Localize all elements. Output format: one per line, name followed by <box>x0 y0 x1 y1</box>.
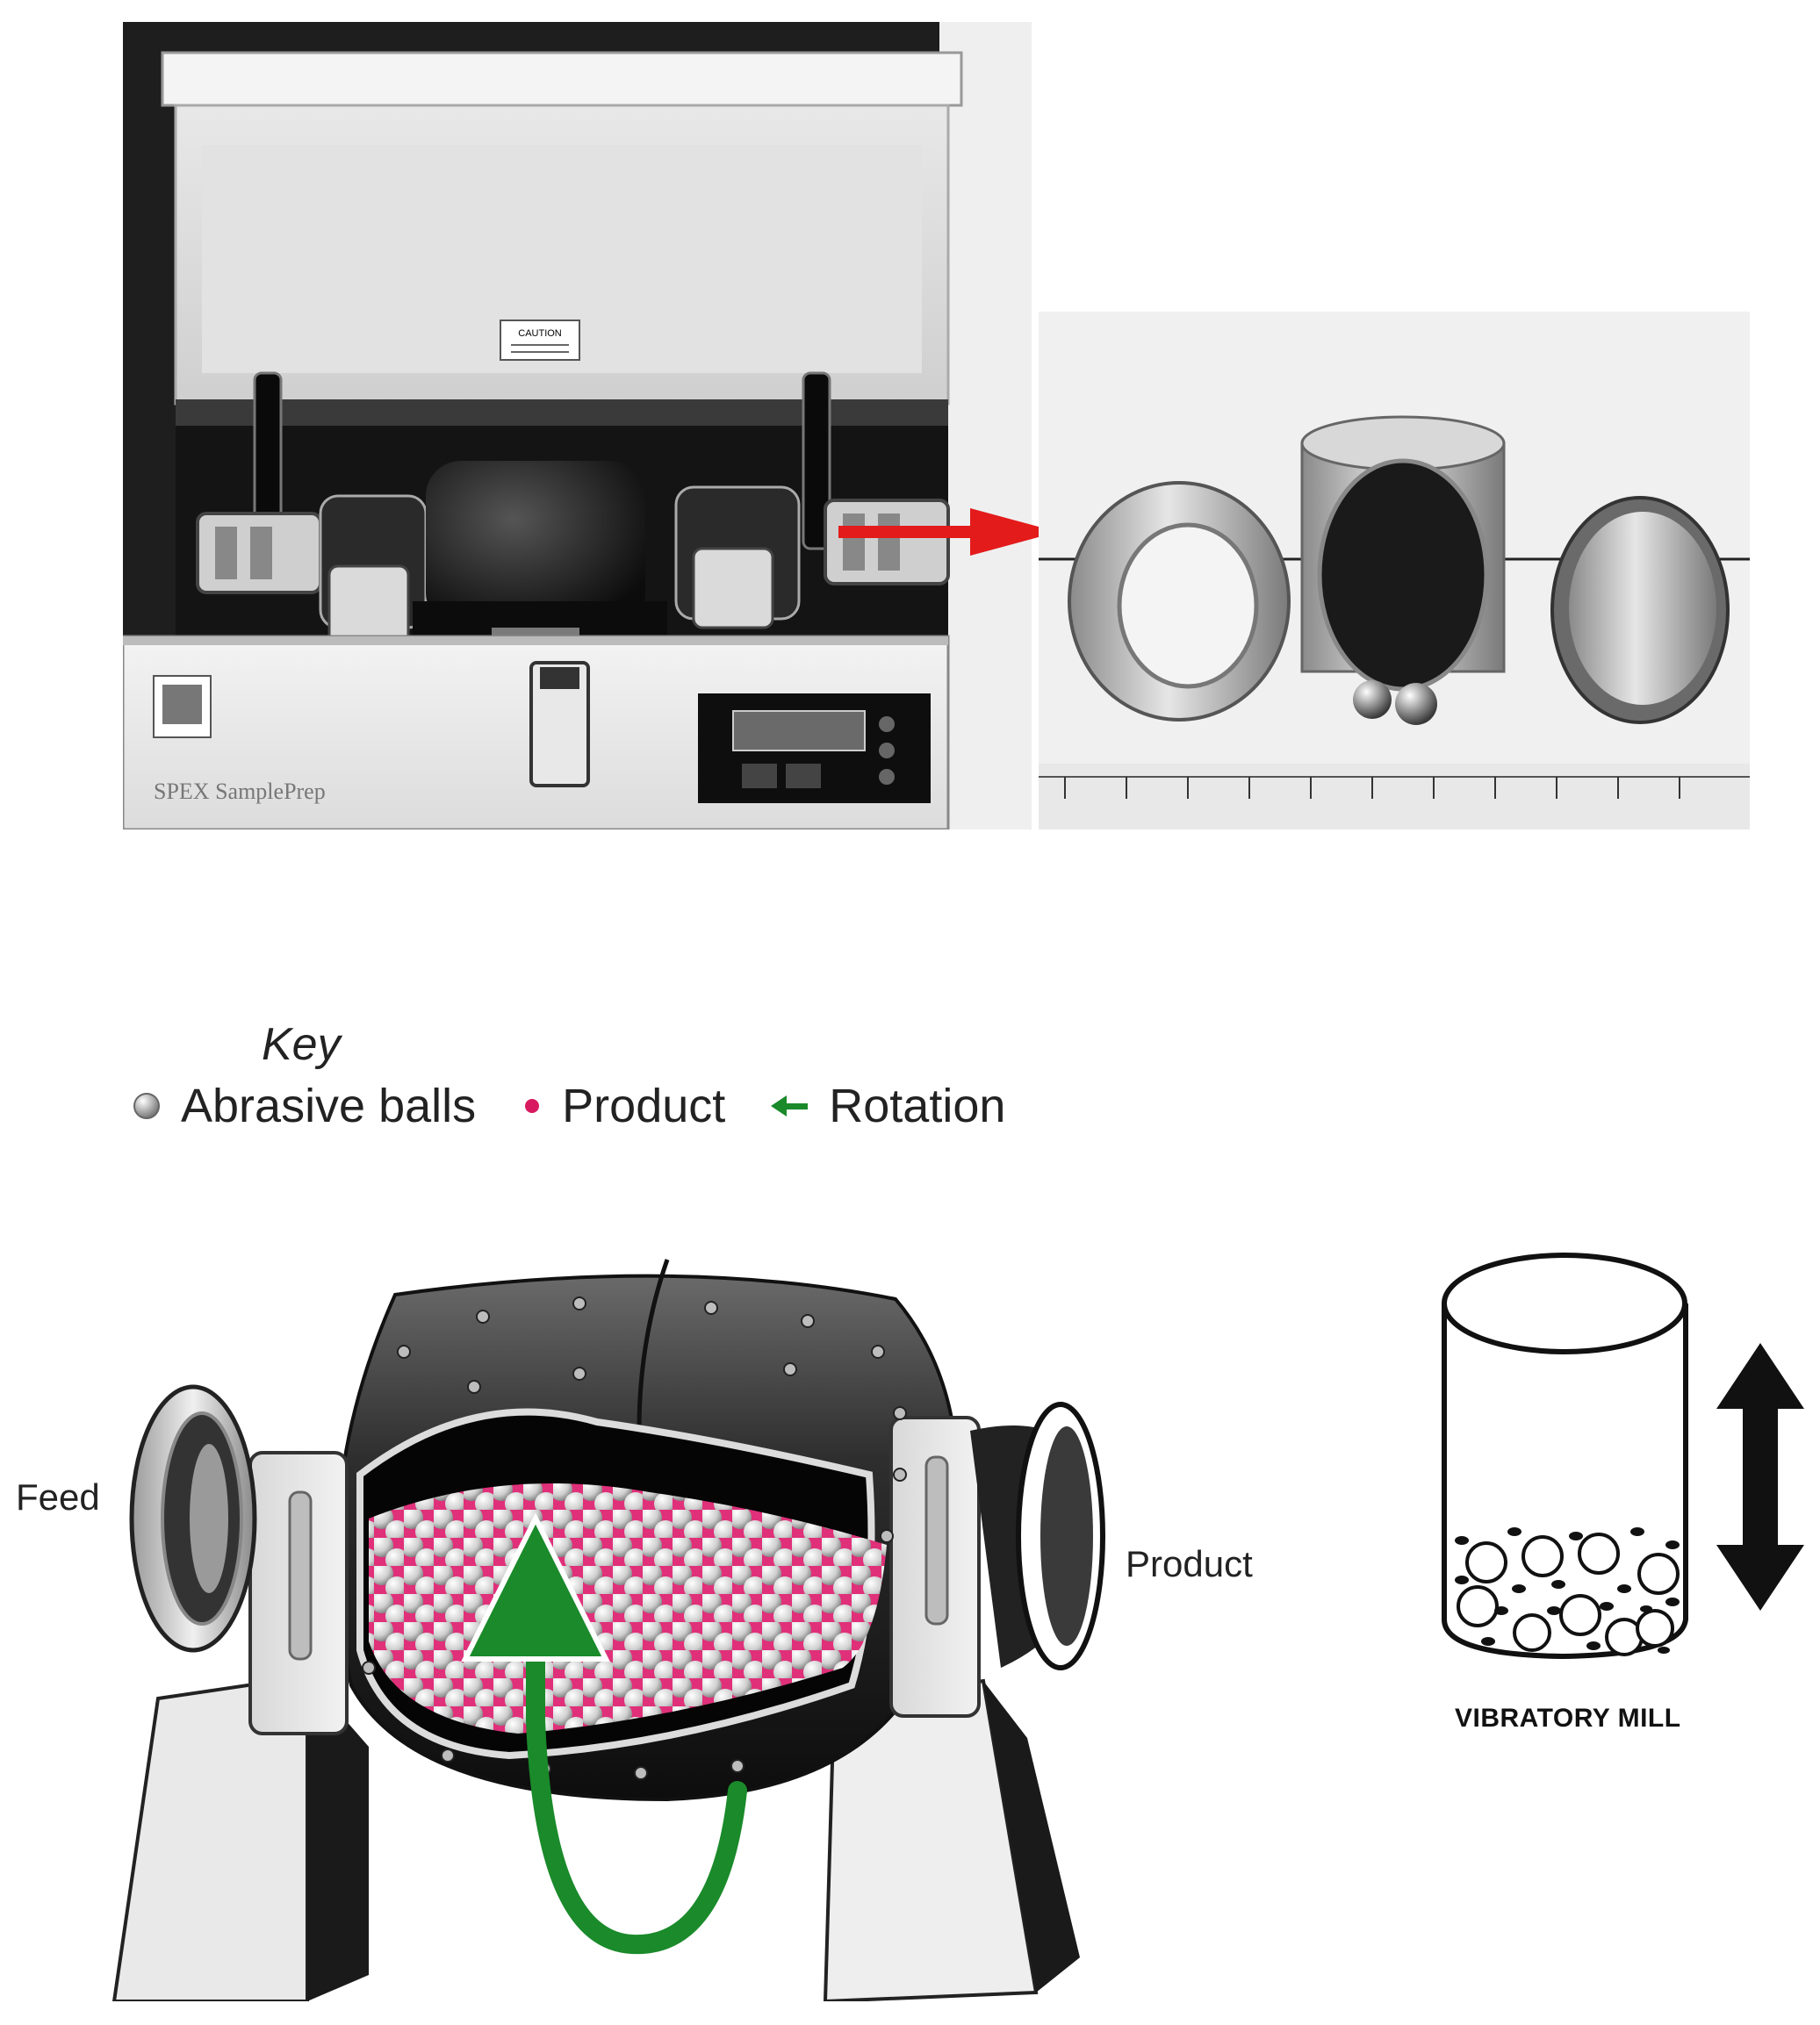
ball-mill-illustration <box>112 1259 1105 2001</box>
mixer-mill-photo: CAUTION <box>123 22 1032 829</box>
key-label-rotation: Rotation <box>829 1080 1006 1132</box>
key-item-rotation: Rotation <box>771 1079 1005 1133</box>
product-outlet-label: Product <box>1126 1543 1253 1584</box>
vibratory-mill-label: VIBRATORY MILL <box>1455 1704 1681 1733</box>
green-arrow-icon <box>771 1095 809 1117</box>
key-title: Key <box>262 1019 341 1070</box>
key-item-abrasive-balls: Abrasive balls <box>132 1079 476 1133</box>
vial-components-photo <box>1039 312 1750 829</box>
key-label-product: Product <box>562 1080 726 1132</box>
key-legend: Abrasive balls Product Rotation <box>132 1075 1051 1137</box>
key-label-abrasive-balls: Abrasive balls <box>181 1080 477 1132</box>
grey-ball-icon <box>133 1093 160 1119</box>
feed-label: Feed <box>16 1476 100 1518</box>
red-arrow-icon <box>838 508 1058 556</box>
magenta-dot-icon <box>525 1099 540 1113</box>
spex-brand-label: SPEX SamplePrep <box>154 779 326 804</box>
vibratory-mill-diagram <box>1442 1253 1804 1660</box>
caution-label: CAUTION <box>518 328 562 339</box>
key-item-product: Product <box>522 1079 725 1133</box>
